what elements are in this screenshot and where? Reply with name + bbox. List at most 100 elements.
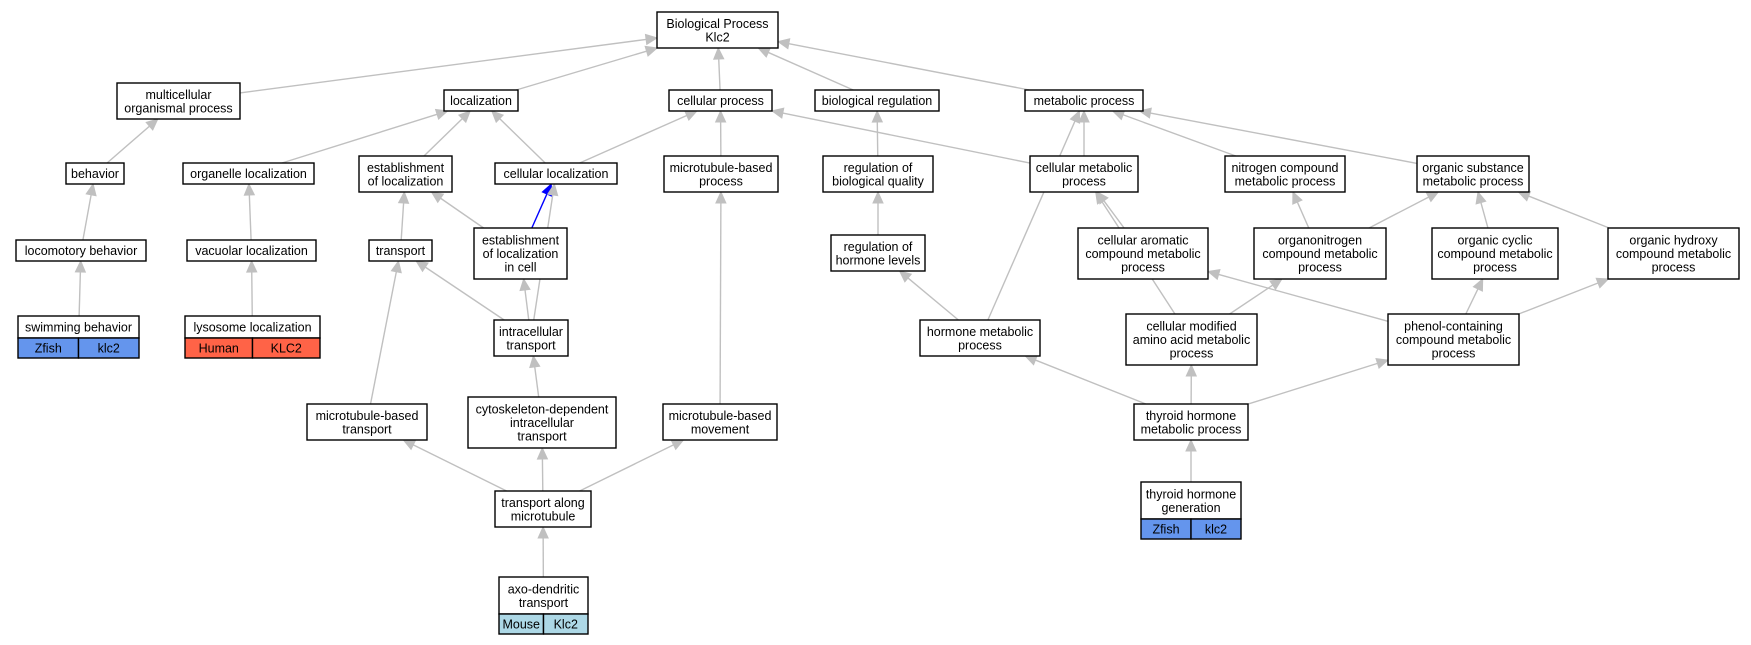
go-term-box — [1253, 227, 1387, 280]
edge-hormone_met-to-metabolic — [987, 109, 1081, 321]
edge-reg_hormone-to-reg_quality — [872, 190, 884, 235]
go-term-label: localization — [450, 94, 512, 108]
go-term-label: organic cyclic — [1457, 234, 1532, 248]
go-term-label: metabolic process — [1235, 174, 1336, 188]
go-term-organelle-loc[interactable]: organelle localization — [182, 162, 315, 185]
go-term-label: regulation of — [844, 161, 913, 175]
go-term-label: process — [699, 174, 743, 188]
go-term-label: cellular process — [677, 94, 764, 108]
go-term-label: compound metabolic — [1437, 247, 1552, 261]
go-term-metabolic[interactable]: metabolic process — [1024, 89, 1144, 112]
edge-phenol-to-organic_hydroxy — [1518, 277, 1610, 315]
go-term-localization[interactable]: localization — [443, 89, 519, 112]
edge-hormone_met-to-reg_hormone — [898, 270, 959, 321]
go-term-label: process — [1062, 174, 1106, 188]
go-term-label: amino acid metabolic — [1133, 333, 1250, 347]
go-term-cyto-dep[interactable]: cytoskeleton-dependentintracellulartrans… — [467, 396, 617, 449]
edge-mt_movement-to-mt_process — [715, 190, 727, 405]
edge-establish_cell-to-establish_loc — [430, 191, 485, 229]
go-term-box — [493, 319, 569, 357]
edge-vacuolar-to-organelle_loc — [243, 182, 256, 241]
go-term-cellular-process[interactable]: cellular process — [668, 89, 773, 112]
edge-swimming-to-locomotory — [74, 259, 87, 317]
annotated-term-label: transport — [519, 596, 569, 610]
go-term-vacuolar[interactable]: vacuolar localization — [186, 239, 317, 262]
go-term-label: cellular localization — [504, 167, 609, 181]
go-term-behavior[interactable]: behavior — [65, 162, 125, 185]
go-term-label: organismal process — [124, 101, 232, 115]
go-term-label: organic hydroxy — [1629, 234, 1718, 248]
go-term-cellular-loc[interactable]: cellular localization — [494, 162, 618, 185]
go-term-box — [1125, 313, 1258, 366]
annotated-term-label: generation — [1161, 501, 1220, 515]
edge-thyroid_gen-to-thyroid_met — [1185, 438, 1197, 482]
edge-cellular_process-to-root — [712, 46, 725, 91]
go-term-label: process — [1298, 261, 1342, 275]
go-term-label: nitrogen compound — [1231, 161, 1338, 175]
edge-organic_hydroxy-to-organic_subst — [1517, 190, 1610, 229]
go-term-transport[interactable]: transport — [368, 239, 433, 262]
go-term-label: establishment — [367, 161, 445, 175]
go-term-locomotory[interactable]: locomotory behavior — [15, 239, 147, 262]
go-term-label: organelle localization — [190, 167, 307, 181]
go-term-label: hormone metabolic — [927, 325, 1033, 339]
go-term-box — [1029, 155, 1139, 193]
go-term-box — [443, 89, 519, 112]
go-term-box — [65, 162, 125, 185]
go-term-box — [1133, 403, 1249, 441]
edge-cellular_loc-to-localization — [490, 110, 546, 164]
go-term-bio-regulation[interactable]: biological regulation — [814, 89, 940, 112]
go-term-box — [814, 89, 940, 112]
go-term-box — [1607, 227, 1740, 280]
edge-cyto_dep-to-intracellular — [529, 354, 541, 398]
go-term-label: intracellular — [510, 416, 574, 430]
go-term-label: vacuolar localization — [195, 244, 308, 258]
go-term-label: transport — [342, 422, 392, 436]
edge-lysosome-to-vacuolar — [245, 259, 258, 317]
go-term-box — [116, 82, 241, 120]
edge-along_mt-to-cyto_dep — [536, 446, 549, 492]
edges-layer — [74, 33, 1610, 578]
gene-cell — [1190, 518, 1242, 540]
go-term-box — [494, 490, 592, 528]
gene-cell — [251, 337, 321, 359]
go-term-label: of localization — [483, 247, 559, 261]
go-term-label: metabolic process — [1423, 174, 1524, 188]
edge-thyroid_met-to-cell_modified — [1185, 363, 1198, 405]
go-term-label: process — [1652, 261, 1696, 275]
go-term-box — [668, 89, 773, 112]
go-term-label: microtubule-based — [669, 409, 772, 423]
go-term-label: transport along — [501, 496, 584, 510]
go-term-label: intracellular — [499, 325, 563, 339]
edge-cellular_loc-to-cellular_process — [579, 110, 698, 164]
edge-organonitrogen-to-nitrogen — [1292, 190, 1310, 229]
gene-cell — [542, 613, 589, 635]
edge-thyroid_met-to-phenol — [1247, 358, 1390, 405]
